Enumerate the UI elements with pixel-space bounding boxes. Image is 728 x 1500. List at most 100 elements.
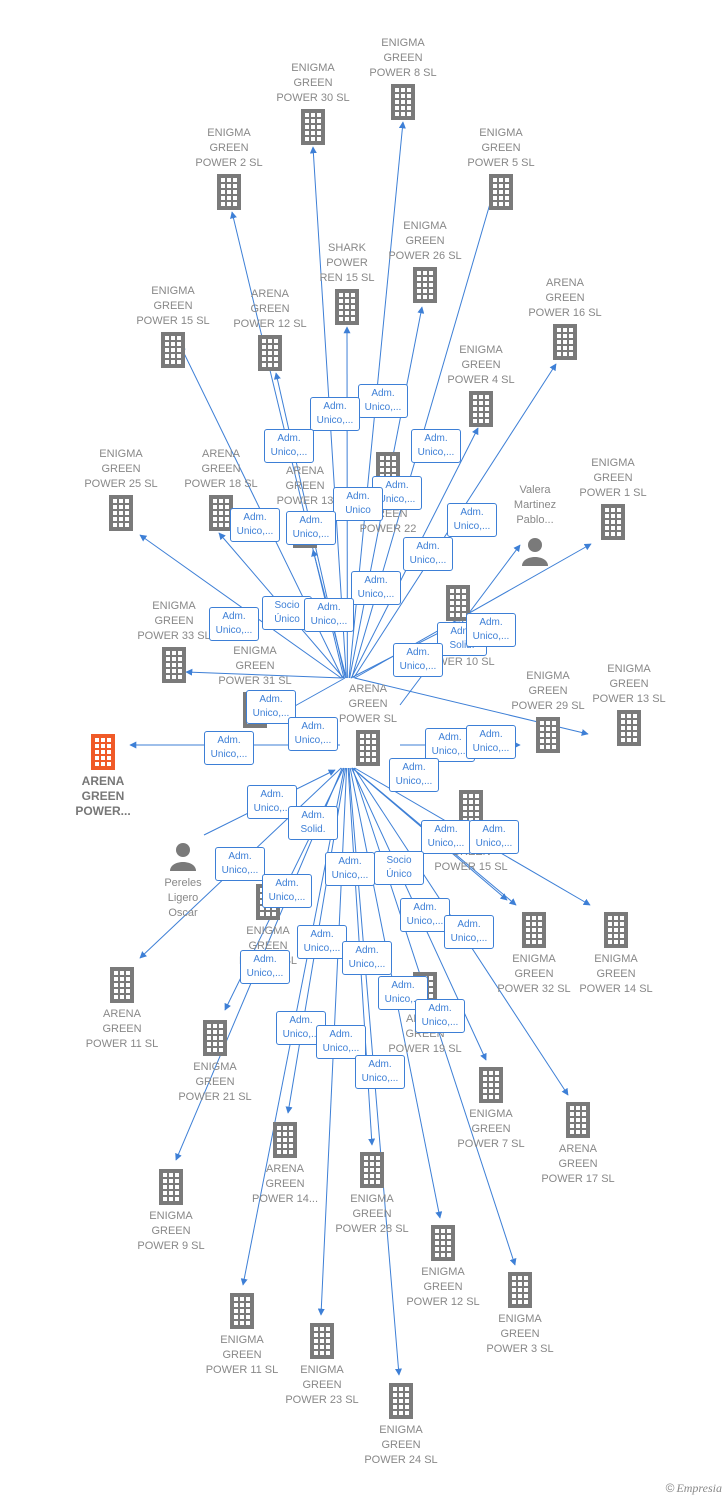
company-node-ep33[interactable] xyxy=(124,647,224,683)
company-label[interactable]: ENIGMA GREEN POWER 8 SL xyxy=(369,37,437,79)
company-label[interactable]: ENIGMA GREEN POWER 13 SL xyxy=(592,663,666,705)
person-node-pereles[interactable] xyxy=(133,841,233,871)
company-node-ep24[interactable] xyxy=(351,1383,451,1419)
company-label[interactable]: ENIGMA GREEN POWER 21 SL xyxy=(178,1061,252,1103)
company-node-ag12[interactable] xyxy=(220,335,320,371)
company-label[interactable]: ENIGMA GREEN POWER 31 SL xyxy=(218,645,292,687)
company-label[interactable]: ARENA GREEN POWER 18 SL xyxy=(184,448,258,490)
relation-label[interactable]: Adm. Unico,... xyxy=(469,820,519,854)
company-label-center[interactable]: ARENA GREEN POWER SL xyxy=(318,682,418,727)
company-label[interactable]: ARENA GREEN POWER 14... xyxy=(251,1163,319,1205)
company-label-ep7[interactable]: ENIGMA GREEN POWER 7 SL xyxy=(441,1107,541,1152)
company-node-ep1[interactable] xyxy=(563,504,663,540)
company-label-ep2[interactable]: ENIGMA GREEN POWER 2 SL xyxy=(179,126,279,171)
company-label[interactable]: ENIGMA GREEN POWER 5 SL xyxy=(467,127,535,169)
company-label-ep30[interactable]: ENIGMA GREEN POWER 30 SL xyxy=(263,61,363,106)
company-label[interactable]: ARENA GREEN POWER 13 xyxy=(276,465,334,507)
company-label-ep3[interactable]: ENIGMA GREEN POWER 3 SL xyxy=(470,1312,570,1357)
company-label-shark[interactable]: SHARK POWER REN 15 SL xyxy=(297,241,397,286)
company-label-ep15[interactable]: ENIGMA GREEN POWER 15 SL xyxy=(123,284,223,329)
company-label-ep5[interactable]: ENIGMA GREEN POWER 5 SL xyxy=(451,126,551,171)
company-node-shark[interactable] xyxy=(297,289,397,325)
company-node-ag11[interactable] xyxy=(72,967,172,1003)
company-label[interactable]: ARENA GREEN POWER... xyxy=(75,774,131,818)
relation-label[interactable]: Adm. Unico,... xyxy=(310,397,360,431)
relation-label[interactable]: Adm. Unico,... xyxy=(421,820,471,854)
company-label[interactable]: ENIGMA GREEN POWER 25 SL xyxy=(84,448,158,490)
relation-label[interactable]: Socio Único xyxy=(374,851,424,885)
company-node-ep4[interactable] xyxy=(431,391,531,427)
company-node-ep28[interactable] xyxy=(322,1152,422,1188)
relation-label[interactable]: Adm. Unico,... xyxy=(325,852,375,886)
person-label-pereles[interactable]: Pereles Ligero Oscar xyxy=(133,876,233,921)
company-label[interactable]: ENIGMA GREEN POWER 2 SL xyxy=(195,127,263,169)
relation-label[interactable]: Adm. Unico,... xyxy=(466,613,516,647)
relation-label[interactable]: Adm. Unico,... xyxy=(230,508,280,542)
company-label-ag12[interactable]: ARENA GREEN POWER 12 SL xyxy=(220,287,320,332)
company-label-ep1[interactable]: ENIGMA GREEN POWER 1 SL xyxy=(563,456,663,501)
relation-label[interactable]: Adm. Unico,... xyxy=(447,503,497,537)
company-node-ep30[interactable] xyxy=(263,109,363,145)
company-label-ep14[interactable]: ENIGMA GREEN POWER 14 SL xyxy=(566,952,666,997)
company-label-ag16[interactable]: ARENA GREEN POWER 16 SL xyxy=(515,276,615,321)
company-node-ep32[interactable] xyxy=(484,912,584,948)
company-node-ag18[interactable] xyxy=(171,495,271,531)
company-node-ep13[interactable] xyxy=(579,710,679,746)
company-label[interactable]: ENIGMA GREEN POWER 24 SL xyxy=(364,1424,438,1466)
company-node-ep7[interactable] xyxy=(441,1067,541,1103)
company-node-ep15[interactable] xyxy=(123,332,223,368)
company-label[interactable]: ENIGMA GREEN POWER 29 SL xyxy=(511,670,585,712)
relation-label[interactable]: Adm. Unico,... xyxy=(351,571,401,605)
relation-label[interactable]: Adm. Unico,... xyxy=(342,941,392,975)
company-label-ep28[interactable]: ENIGMA GREEN POWER 28 SL xyxy=(322,1192,422,1237)
company-label-ep24[interactable]: ENIGMA GREEN POWER 24 SL xyxy=(351,1423,451,1468)
relation-label[interactable]: Adm. Unico,... xyxy=(264,429,314,463)
company-label[interactable]: ENIGMA GREEN POWER 11 SL xyxy=(205,1334,279,1376)
relation-label[interactable]: Adm. Unico,... xyxy=(355,1055,405,1089)
company-label-ag11[interactable]: ARENA GREEN POWER 11 SL xyxy=(72,1007,172,1052)
relation-label[interactable]: Adm. Unico,... xyxy=(403,537,453,571)
company-label[interactable]: ENIGMA GREEN POWER 30 SL xyxy=(276,62,350,104)
company-label-ep9[interactable]: ENIGMA GREEN POWER 9 SL xyxy=(121,1209,221,1254)
company-node-ag16[interactable] xyxy=(515,324,615,360)
relation-label[interactable]: Adm. Unico,... xyxy=(415,999,465,1033)
company-node-ep3[interactable] xyxy=(470,1272,570,1308)
relation-label[interactable]: Adm. Unico,... xyxy=(389,758,439,792)
relation-label[interactable]: Adm. Unico,... xyxy=(262,874,312,908)
company-node-ep21[interactable] xyxy=(165,1020,265,1056)
company-label[interactable]: ARENA GREEN POWER 11 SL xyxy=(85,1008,159,1050)
relation-label[interactable]: Adm. Unico,... xyxy=(411,429,461,463)
relation-label[interactable]: Adm. Unico,... xyxy=(400,898,450,932)
relation-label[interactable]: Socio Único xyxy=(262,596,312,630)
company-node-ep9[interactable] xyxy=(121,1169,221,1205)
relation-label[interactable]: Adm. Unico xyxy=(333,487,383,521)
relation-label[interactable]: Adm. Unico,... xyxy=(288,717,338,751)
company-label[interactable]: ENIGMA GREEN POWER 1 SL xyxy=(579,457,647,499)
person-label[interactable]: Pereles Ligero Oscar xyxy=(164,877,202,919)
company-label[interactable]: ENIGMA GREEN POWER 12 SL xyxy=(406,1266,480,1308)
company-label[interactable]: ENIGMA GREEN POWER 28 SL xyxy=(335,1193,409,1235)
company-label[interactable]: ENIGMA GREEN POWER 33 SL xyxy=(137,600,211,642)
company-label-ep11[interactable]: ENIGMA GREEN POWER 11 SL xyxy=(192,1333,292,1378)
company-node-ep29[interactable] xyxy=(498,717,598,753)
company-label-ep33[interactable]: ENIGMA GREEN POWER 33 SL xyxy=(124,599,224,644)
company-node-ag14[interactable] xyxy=(235,1122,335,1158)
company-node-ep25[interactable] xyxy=(71,495,171,531)
company-label-ag17[interactable]: ARENA GREEN POWER 17 SL xyxy=(528,1142,628,1187)
company-label[interactable]: ENIGMA GREEN POWER 4 SL xyxy=(447,344,515,386)
company-label-ep26[interactable]: ENIGMA GREEN POWER 26 SL xyxy=(375,219,475,264)
company-label[interactable]: ENIGMA GREEN POWER 23 SL xyxy=(285,1364,359,1406)
relation-label[interactable]: Adm. Unico,... xyxy=(297,925,347,959)
company-label-highlight[interactable]: ARENA GREEN POWER... xyxy=(53,774,153,819)
company-node-ep5[interactable] xyxy=(451,174,551,210)
company-label-ep4[interactable]: ENIGMA GREEN POWER 4 SL xyxy=(431,343,531,388)
company-label[interactable]: ENIGMA GREEN POWER 15 SL xyxy=(136,285,210,327)
company-label-ep8[interactable]: ENIGMA GREEN POWER 8 SL xyxy=(353,36,453,81)
company-label[interactable]: ARENA GREEN POWER 12 SL xyxy=(233,288,307,330)
company-label[interactable]: ENIGMA GREEN POWER 26 SL xyxy=(388,220,462,262)
relation-label[interactable]: Adm. Unico,... xyxy=(393,643,443,677)
company-label-ep23[interactable]: ENIGMA GREEN POWER 23 SL xyxy=(272,1363,372,1408)
company-node-ep26[interactable] xyxy=(375,267,475,303)
relation-label[interactable]: Adm. Unico,... xyxy=(358,384,408,418)
company-label[interactable]: ARENA GREEN POWER 17 SL xyxy=(541,1143,615,1185)
